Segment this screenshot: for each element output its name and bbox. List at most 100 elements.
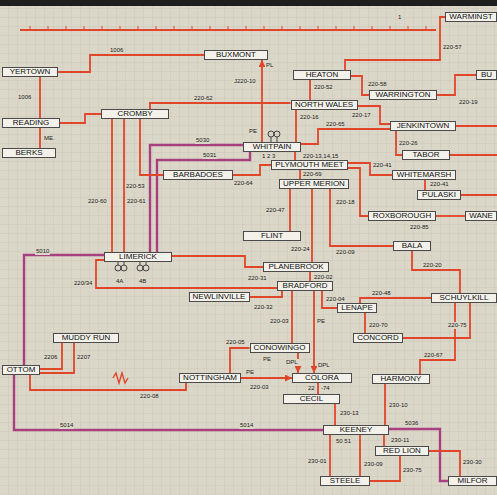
circuit-label: 1 2 3 xyxy=(261,153,276,160)
tick-marks xyxy=(30,26,426,30)
line-number: DPL xyxy=(285,359,299,366)
line-number: 220-05 xyxy=(225,339,246,346)
substation-box: CONCORD xyxy=(353,333,403,343)
transmission-line xyxy=(301,129,390,144)
substation-name: BRADFORD xyxy=(283,282,328,290)
circuit-label: PE xyxy=(245,369,255,376)
transmission-line xyxy=(403,303,470,338)
substation-box: WANE xyxy=(465,211,497,221)
transmission-line xyxy=(436,215,465,217)
substation-box: HARMONY xyxy=(372,374,430,384)
line-number: 2206 xyxy=(43,354,58,361)
substation-box: WHITEMARSH xyxy=(392,170,456,180)
substation-name: PLYMOUTH MEET xyxy=(275,161,343,169)
substation-box: MUDDY RUN xyxy=(53,333,119,343)
transmission-line xyxy=(437,75,476,95)
transmission-line xyxy=(24,255,104,365)
substation-name: WHITEMARSH xyxy=(397,171,452,179)
substation-name: WARMINST xyxy=(449,13,492,21)
substation-box: BU xyxy=(476,70,497,80)
circuit-label: 4A xyxy=(115,278,124,285)
line-number: 220-04 xyxy=(325,296,346,303)
substation-box: BRADFORD xyxy=(277,281,333,291)
line-number: 220-67 xyxy=(423,352,444,359)
transmission-line xyxy=(309,272,311,281)
transmission-line xyxy=(384,384,386,425)
circuit-label: 50 51 xyxy=(335,438,352,445)
line-number: 220-47 xyxy=(265,207,286,214)
substation-box: JENKINTOWN xyxy=(390,121,456,131)
substation-name: YERTOWN xyxy=(10,68,51,76)
transmission-line xyxy=(309,80,311,100)
transmission-line xyxy=(348,163,392,175)
substation-name: NOTTINGHAM xyxy=(183,374,237,382)
substation-box: BERKS xyxy=(2,148,56,158)
substation-name: FLINT xyxy=(261,232,283,240)
transmission-line xyxy=(40,343,62,369)
line-number: 220-62 xyxy=(193,95,214,102)
line-number: 220-13,14,15 xyxy=(302,153,339,160)
substation-box: MILFOR xyxy=(448,476,497,486)
substation-box: RED LION xyxy=(375,446,429,456)
transmission-line xyxy=(429,451,460,476)
substation-name: MILFOR xyxy=(457,477,487,485)
substation-box: UPPER MERION xyxy=(279,179,349,189)
line-number: 220-03 xyxy=(269,318,290,325)
substation-name: READING xyxy=(13,119,49,127)
substation-box: NOTTINGHAM xyxy=(179,373,241,383)
substation-box: YERTOWN xyxy=(2,67,58,77)
line-number: 220-18 xyxy=(335,199,356,206)
substation-name: CECIL xyxy=(300,395,324,403)
substation-box: BALA xyxy=(393,241,431,251)
transmission-line xyxy=(289,189,291,231)
substation-box: LIMERICK xyxy=(104,252,172,262)
line-number: 220-70 xyxy=(368,322,389,329)
substation-name: HEATON xyxy=(306,71,339,79)
transmission-line xyxy=(140,119,163,175)
substation-name: UPPER MERION xyxy=(283,180,345,188)
line-number: 220-20 xyxy=(422,262,443,269)
circuit-label: PE xyxy=(262,356,272,363)
line-number: 230-11 xyxy=(390,437,410,444)
transmission-line xyxy=(261,60,263,142)
substation-name: COLORA xyxy=(305,374,339,382)
transmission-line xyxy=(412,251,460,293)
circuit-label: 5014 xyxy=(239,422,254,429)
circuit-label: PL xyxy=(265,62,274,69)
substation-box: BARBADOES xyxy=(163,170,233,180)
circuit-label: 4B xyxy=(138,278,147,285)
transmission-line xyxy=(311,189,313,262)
line-number: 220-08 xyxy=(139,393,160,400)
transmission-line xyxy=(60,114,101,123)
substation-box: ROXBOROUGH xyxy=(368,211,436,221)
circuit-label: DPL xyxy=(317,362,331,369)
transmission-line xyxy=(39,128,41,148)
line-number: 5010 xyxy=(35,248,50,255)
substation-name: SCHUYLKILL xyxy=(440,294,489,302)
line-number: 22 xyxy=(307,385,316,392)
line-number: 220-69 xyxy=(302,171,323,178)
transmission-line xyxy=(424,180,426,190)
line-number: 220-85 xyxy=(409,224,430,231)
substation-name: LENAPE xyxy=(341,304,373,312)
substation-name: CONCORD xyxy=(357,334,398,342)
transmission-line xyxy=(58,55,204,72)
transmission-line xyxy=(299,170,301,179)
line-number: 220-58 xyxy=(367,81,388,88)
substation-box: OTTOM xyxy=(2,365,40,375)
line-number: ME. xyxy=(43,135,56,142)
substation-name: WARRINGTON xyxy=(375,91,430,99)
line-number: 5031 xyxy=(202,152,217,159)
substation-name: OTTOM xyxy=(7,366,36,374)
substation-name: BUXMONT xyxy=(216,51,256,59)
substation-box: CECIL xyxy=(283,394,340,404)
transmission-line xyxy=(172,256,263,267)
line-number: 220-03 xyxy=(249,384,270,391)
transmission-line xyxy=(295,110,297,142)
line-stub xyxy=(450,126,497,195)
substation-name: WANE xyxy=(469,212,493,220)
line-number: 220-64 xyxy=(233,180,254,187)
substation-name: LIMERICK xyxy=(119,253,157,261)
line-number: 220-32 xyxy=(253,304,274,311)
